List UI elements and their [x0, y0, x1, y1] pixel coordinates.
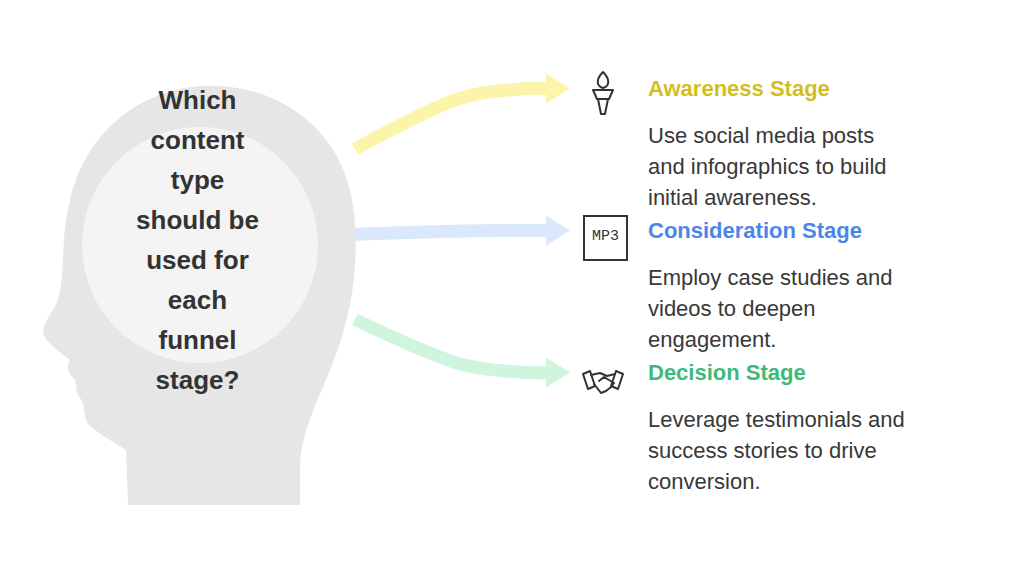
- torch-flame: [598, 72, 609, 88]
- flow-arrow: [355, 320, 570, 388]
- stage-node: Decision StageLeverage testimonials and …: [572, 355, 914, 499]
- handshake-icon: [583, 371, 623, 393]
- stage-node: Consideration StageEmploy case studies a…: [572, 213, 914, 357]
- arrow-shaft: [355, 320, 548, 373]
- arrow-head: [546, 358, 570, 388]
- stage-description: Use social media posts and infographics …: [648, 120, 912, 213]
- mp3-icon: [584, 216, 627, 260]
- icon-label: MP3: [584, 228, 627, 246]
- stage-heading: Decision Stage: [648, 357, 912, 388]
- torch-cup: [593, 90, 613, 99]
- flow-arrow: [355, 216, 570, 246]
- arrow-head: [546, 216, 570, 246]
- question-text: Which content type should be used for ea…: [130, 80, 266, 400]
- stage-heading: Consideration Stage: [648, 215, 912, 246]
- stage-node: Awareness StageUse social media posts an…: [572, 71, 914, 215]
- stage-description: Leverage testimonials and success storie…: [648, 404, 912, 497]
- arrow-shaft: [355, 230, 548, 234]
- handshake-top: [591, 373, 615, 376]
- handshake-hands: [594, 377, 614, 393]
- stage-heading: Awareness Stage: [648, 73, 912, 104]
- arrow-shaft: [355, 88, 548, 149]
- torch-icon: [593, 72, 613, 114]
- question-node: Which content type should be used for ea…: [40, 78, 355, 402]
- torch-handle: [598, 99, 608, 114]
- flow-arrow: [355, 74, 570, 150]
- stage-description: Employ case studies and videos to deepen…: [648, 262, 912, 355]
- arrow-head: [546, 74, 570, 104]
